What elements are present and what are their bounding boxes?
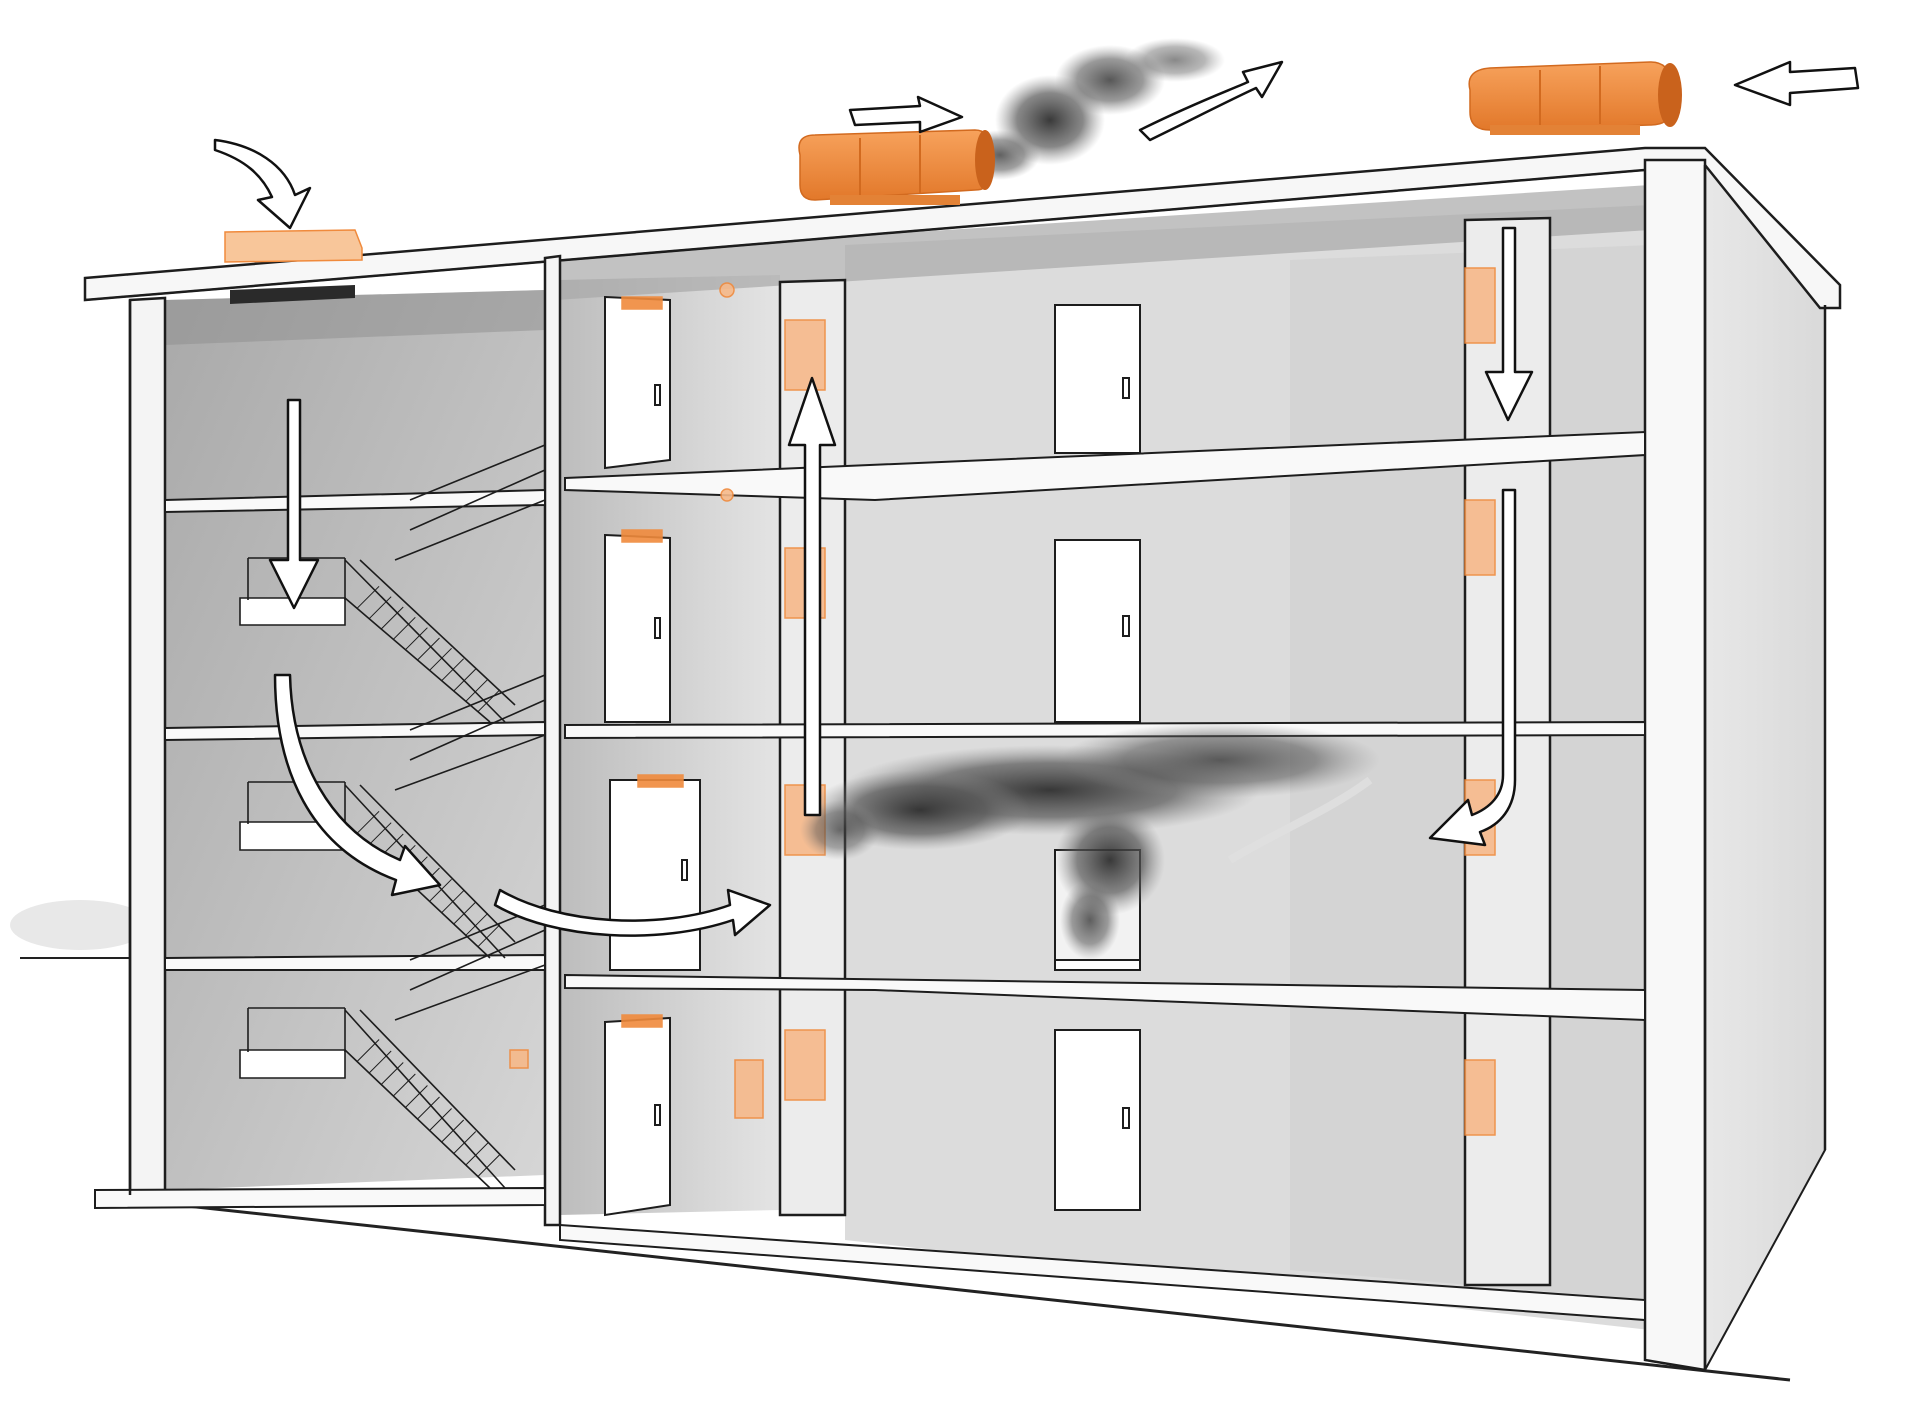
stair-tread (465, 1142, 489, 1166)
stair-tread (417, 637, 440, 661)
supply-fan-icon (1468, 61, 1682, 135)
vent-grille-icon (1464, 267, 1496, 344)
stair-tread (429, 647, 452, 671)
door-icon (604, 533, 671, 723)
stair-tread (453, 1131, 477, 1154)
stair-tread (356, 1039, 380, 1062)
air-flow-arrow-icon (1733, 60, 1860, 107)
exit-sign (621, 296, 663, 310)
roof-intake-box-icon (224, 229, 363, 263)
stair-tread (465, 912, 489, 936)
doors (604, 295, 1141, 1217)
door-icon (609, 779, 701, 971)
stair-tread (368, 822, 392, 846)
vent-grille-icon (784, 1029, 826, 1101)
outline (128, 165, 1827, 1370)
stair-tread (368, 596, 392, 620)
floor-slabs (94, 430, 1646, 1322)
stair-tread (368, 1050, 392, 1074)
exit-sign (509, 1049, 529, 1069)
ground (10, 900, 1791, 1382)
air-flow-arrows (213, 60, 1860, 937)
stair-tread (477, 924, 501, 948)
stair-tread (417, 1096, 440, 1120)
stair-tread (405, 627, 428, 651)
stair-tread (441, 890, 465, 914)
stair-tread (405, 1085, 428, 1108)
stair-tread (392, 1073, 416, 1097)
door-icon (1054, 304, 1141, 454)
air-flow-arrow-icon (273, 673, 442, 897)
air-flow-arrow-icon (1138, 60, 1284, 142)
stair-tread (429, 1108, 452, 1131)
exit-sign (637, 774, 684, 788)
door-icon (1054, 539, 1141, 723)
door-icon (604, 1016, 671, 1217)
stair-tread (441, 1119, 465, 1143)
roof-slab (83, 146, 1842, 310)
staircase-icon (239, 444, 546, 1189)
stair-tread (392, 616, 416, 640)
air-flow-arrow-icon (268, 398, 320, 610)
stair-tread (356, 810, 380, 834)
exit-sign (621, 1014, 663, 1028)
door-icon (604, 295, 671, 470)
roof-hatch (230, 285, 355, 304)
vent-grille-icon (1464, 1059, 1496, 1136)
stair-tread (453, 668, 477, 692)
vent-grille-icon (784, 319, 826, 391)
stair-tread (380, 606, 404, 630)
stair-tread (477, 689, 501, 713)
stair-tread (356, 585, 380, 609)
air-flow-arrow-icon (1428, 488, 1517, 847)
stair-tread (453, 901, 477, 925)
vent-grille-icon (1464, 499, 1496, 576)
stair-tread (380, 1062, 404, 1085)
exhaust-fan-icon (798, 129, 995, 205)
smoke-plume-icon (800, 722, 1380, 960)
stair-tread (429, 878, 452, 902)
air-flow-arrow-icon (1484, 226, 1534, 422)
stair-tread (465, 678, 489, 702)
stair-tread (441, 658, 465, 682)
stair-tread (477, 1154, 501, 1177)
air-flow-arrow-icon (213, 138, 312, 230)
air-flow-arrow-icon (848, 95, 964, 134)
air-flow-arrow-icon (493, 888, 772, 937)
air-flow-arrow-icon (787, 376, 837, 817)
exit-sign (621, 529, 663, 543)
vent-grille-icon (734, 1059, 764, 1119)
door-icon (1054, 1029, 1141, 1211)
